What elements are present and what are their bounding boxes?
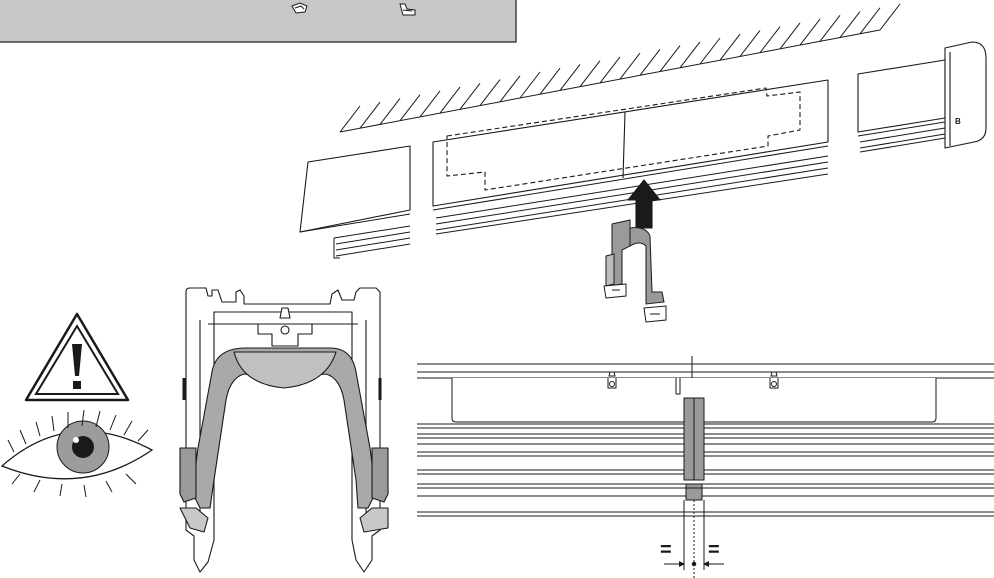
measure-equal-left: = — [660, 539, 672, 561]
clip-thumbnail-left — [291, 2, 308, 14]
front-elevation — [417, 356, 994, 578]
hatch-stroke — [639, 49, 661, 76]
arrow-up-icon — [627, 179, 661, 229]
eyelash — [11, 473, 21, 485]
brand-mark: B — [955, 117, 961, 126]
clip-perspective — [603, 219, 667, 323]
warning-triangle-icon — [24, 312, 130, 402]
hatch-stroke — [339, 105, 361, 133]
end-cap — [944, 41, 987, 149]
hatch-stroke — [399, 94, 421, 121]
hatch-stroke — [719, 33, 741, 61]
eyelash — [125, 473, 137, 485]
measure-equal-right: = — [708, 539, 720, 561]
eyelash — [51, 415, 55, 432]
eyelash — [83, 484, 87, 498]
eyelash — [59, 483, 63, 497]
hatch-stroke — [839, 11, 861, 38]
cover-right — [857, 59, 946, 133]
hatch-stroke — [659, 45, 681, 72]
hatch-stroke — [499, 75, 521, 103]
track-assembly-perspective: B — [299, 41, 987, 259]
hatch-stroke — [599, 56, 621, 84]
elevation-rails — [417, 423, 994, 517]
clip-thumbnail-right — [399, 3, 416, 16]
dimension-lines — [664, 500, 724, 578]
hatch-stroke — [379, 98, 401, 125]
hatch-stroke — [459, 83, 481, 110]
eyelash — [35, 421, 41, 437]
eye-icon — [0, 409, 154, 498]
cover-left — [299, 145, 411, 233]
hatch-stroke — [419, 90, 441, 118]
hatch-stroke — [819, 15, 841, 42]
eyelash — [33, 479, 41, 493]
eyelash — [19, 429, 27, 445]
detail-panel — [0, 0, 517, 43]
eyelash — [95, 410, 101, 428]
hidden-component — [446, 87, 801, 191]
hatch-stroke — [859, 7, 881, 35]
hatch-stroke — [479, 79, 501, 106]
hatch-stroke — [699, 37, 721, 65]
hatch-stroke — [359, 101, 381, 129]
hatch-stroke — [879, 3, 901, 31]
ceiling-hatching — [339, 3, 901, 133]
hatch-stroke — [739, 30, 761, 57]
hatch-stroke — [539, 67, 561, 95]
hatch-stroke — [439, 86, 461, 114]
eyelash — [7, 439, 15, 453]
hanger-block — [257, 323, 313, 347]
eyelash — [109, 414, 117, 431]
hatch-stroke — [619, 52, 641, 80]
bracket-cap — [233, 351, 337, 389]
profile-cross-section — [179, 287, 389, 573]
hatch-stroke — [779, 22, 801, 50]
hatch-stroke — [759, 26, 781, 53]
eyelash — [105, 480, 113, 493]
hanger-pin-right — [769, 371, 779, 389]
eyelash — [123, 420, 133, 436]
hatch-stroke — [799, 18, 821, 46]
hatch-stroke — [679, 41, 701, 69]
eyelash — [81, 409, 85, 427]
hanger-pin-left — [607, 371, 617, 389]
eyelash — [137, 429, 149, 442]
outer-profile — [185, 287, 381, 573]
cover-middle — [432, 79, 829, 207]
hatch-stroke — [519, 71, 541, 99]
hatch-stroke — [559, 64, 581, 91]
hatch-stroke — [579, 60, 601, 87]
